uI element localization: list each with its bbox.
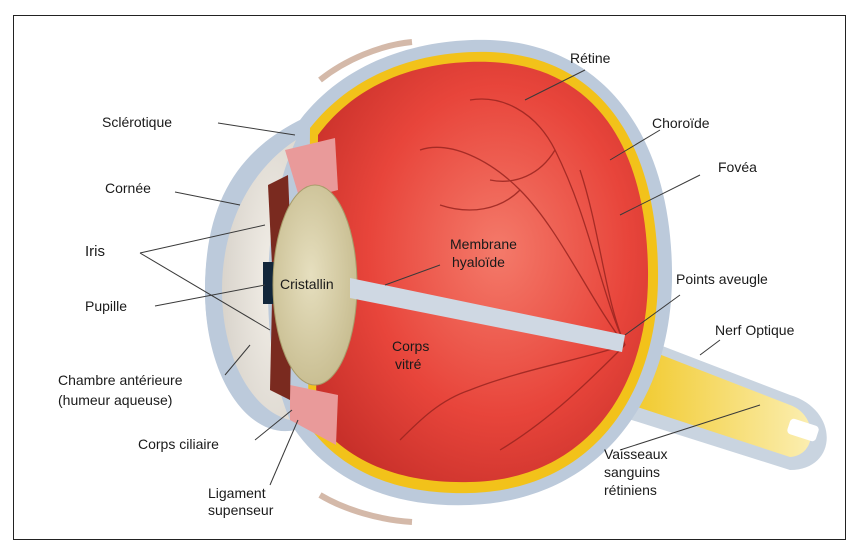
label-choroide: Choroïde	[652, 115, 710, 131]
label-retiniens: rétiniens	[604, 482, 657, 498]
vitreous-body	[316, 62, 648, 482]
label-nerf-optique: Nerf Optique	[715, 322, 795, 338]
label-sanguins: sanguins	[604, 464, 660, 480]
label-vitre: vitré	[395, 356, 422, 372]
label-supenseur: supenseur	[208, 502, 274, 518]
label-points-aveugle: Points aveugle	[676, 271, 768, 287]
label-iris: Iris	[85, 243, 105, 260]
label-cornee: Cornée	[105, 180, 151, 196]
label-vaisseaux: Vaisseaux	[604, 446, 668, 462]
label-ligament: Ligament	[208, 485, 266, 501]
label-fovea: Fovéa	[718, 159, 757, 175]
label-pupille: Pupille	[85, 298, 127, 314]
label-chambre-anterieure: Chambre antérieure	[58, 372, 183, 388]
label-hyaloide: hyaloïde	[452, 254, 505, 270]
label-retine: Rétine	[570, 50, 611, 66]
label-corps-ciliaire: Corps ciliaire	[138, 436, 219, 452]
label-sclerotique: Sclérotique	[102, 114, 172, 130]
label-membrane: Membrane	[450, 236, 517, 252]
label-humeur-aqueuse: (humeur aqueuse)	[58, 392, 172, 408]
label-cristallin: Cristallin	[280, 276, 334, 292]
label-corps: Corps	[392, 338, 429, 354]
